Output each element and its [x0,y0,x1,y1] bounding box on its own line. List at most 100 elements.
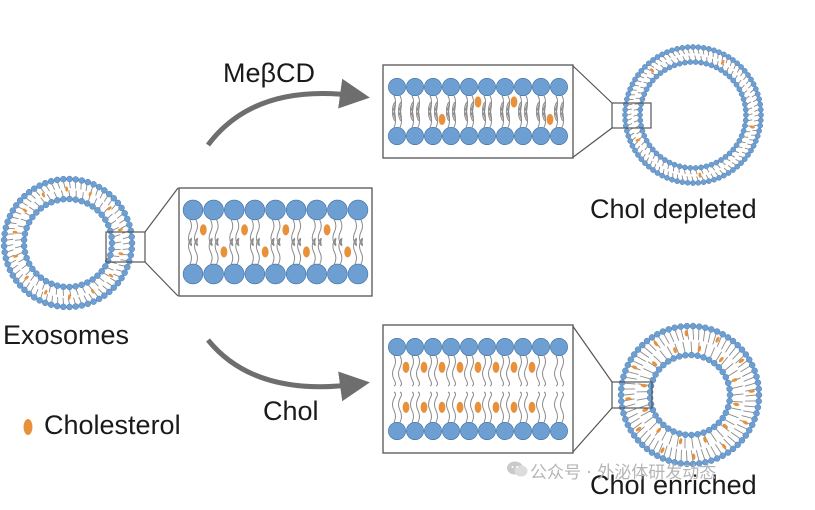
lipid-tail [500,101,504,128]
lipid-tail [464,391,468,423]
lipid-head [757,117,764,124]
lipid-head [29,265,36,273]
lipid-tail [103,272,110,277]
lipid-head [708,326,715,333]
lipid-tail [20,218,27,222]
cholesterol-molecule [684,330,688,337]
cholesterol-molecule [697,345,702,352]
lipid-tail [647,361,658,369]
lipid-head [306,199,327,221]
cholesterol-molecule [748,389,755,393]
lipid-head [84,178,91,186]
lipid-head [627,86,633,92]
lipid-head [679,45,686,51]
lipid-tail [446,101,450,128]
lipid-head [29,213,36,221]
lipid-tail [650,160,653,165]
lipid-tail [692,329,695,340]
cholesterol-molecule [107,206,112,211]
lipid-tail [728,413,739,419]
cholesterol-legend-icon [23,419,33,435]
lipid-tail [542,355,546,387]
lipid-head [657,154,664,160]
lipid-head [60,283,67,290]
lipid-head [692,59,699,65]
lipid-tail [338,237,343,265]
lipid-head [84,279,91,286]
lipid-head [496,338,514,356]
lipid-tail [208,237,213,265]
lipid-tail [30,275,35,281]
lipid-head [2,255,10,262]
lipid-head [36,182,43,189]
lipid-head [736,86,743,93]
lipid-head [740,96,747,102]
cholesterol-molecule [642,408,649,412]
lipid-head [724,403,732,411]
lipid-head [424,422,442,440]
lipid-head [755,397,762,405]
lipid-head [618,397,625,405]
lipid-head [652,371,659,378]
cholesterol-molecule [721,443,727,450]
depleted-bilayer-box [382,64,574,159]
lipid-tail [654,163,657,169]
lipid-head [20,236,28,244]
lipid-head [716,175,722,181]
lipid-tail [536,101,540,128]
lipid-tail [633,108,638,111]
lipid-head [713,455,721,462]
lipid-tail [113,255,120,258]
lipid-head [748,147,754,154]
lipid-tail [188,237,192,265]
lipid-head [708,62,715,69]
lipid-head [496,422,514,440]
lipid-head [725,170,732,176]
lipid-head [730,146,737,153]
lipid-tail [676,436,680,447]
lipid-tail [624,403,636,408]
lipid-head [21,248,29,256]
lipid-head [406,127,424,145]
lipid-tail [626,408,637,413]
chol-enriched-label: Chol enriched [590,470,757,500]
cholesterol-molecule [438,401,446,413]
lipid-head [659,51,665,58]
lipid-tail [30,285,35,292]
lipid-tail [741,415,752,419]
lipid-tail [194,237,198,265]
lipid-head [632,76,638,83]
lipid-tail [235,219,240,247]
lipid-head [692,165,699,171]
lipid-head [60,196,67,203]
lipid-tail [560,355,564,387]
lipid-head [705,426,713,434]
lipid-tail [705,447,711,458]
lipid-tails [392,355,564,423]
lipid-tail [691,437,694,449]
cholesterol-molecule [12,230,18,234]
lipid-tail [434,101,438,128]
lipid-head [629,143,636,149]
cholesterol-molecule [492,361,500,373]
lipid-head [748,361,756,369]
lipid-head [715,364,723,371]
zoom-lines [144,64,613,454]
lipid-tail [753,104,758,107]
lipid-tail [643,72,648,75]
lipid-tail [95,189,99,196]
lipid-tail [560,101,564,128]
lipid-tail [640,410,651,417]
lipid-head [16,197,24,204]
lipid-tail [751,94,756,98]
lipid-head [406,422,424,440]
lipid-head [37,274,45,281]
lipid-tail [697,49,700,54]
lipid-tail [632,137,637,141]
lipid-tail [681,175,684,180]
lipid-head [84,300,91,308]
lipid-head [646,142,653,149]
lipid-tail [122,242,130,245]
lipid-tail [710,432,717,442]
lipid-head [36,297,43,304]
